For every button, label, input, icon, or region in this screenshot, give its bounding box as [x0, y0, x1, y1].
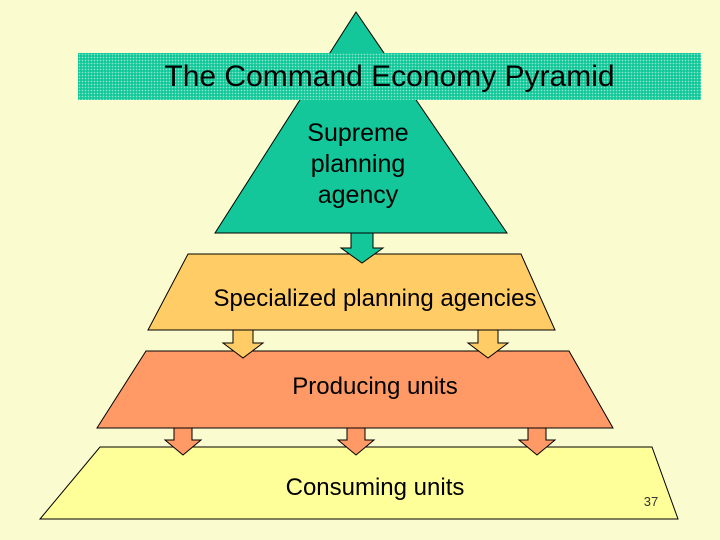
producing-units-label: Producing units [292, 373, 458, 400]
page-number: 37 [643, 494, 659, 509]
arrow-down-icon [517, 427, 557, 456]
tier-producing-units [96, 350, 614, 429]
arrow-down-icon [466, 329, 510, 359]
slide-title: The Command Economy Pyramid [164, 59, 615, 93]
consuming-units-label: Consuming units [285, 474, 465, 501]
supreme-agency-text: Supreme planning agency [307, 119, 409, 209]
arrow-down-icon [163, 427, 203, 456]
title-banner: The Command Economy Pyramid [78, 53, 701, 100]
specialized-agencies-label: Specialized planning agencies [213, 285, 537, 312]
tier-specialized-agencies [147, 253, 556, 331]
arrow-down-icon [221, 329, 265, 359]
tier-consuming-units [38, 446, 679, 520]
arrow-down-icon [336, 427, 376, 456]
arrow-down-icon [339, 232, 385, 264]
supreme-agency-label: Supreme planning agency [258, 118, 458, 211]
